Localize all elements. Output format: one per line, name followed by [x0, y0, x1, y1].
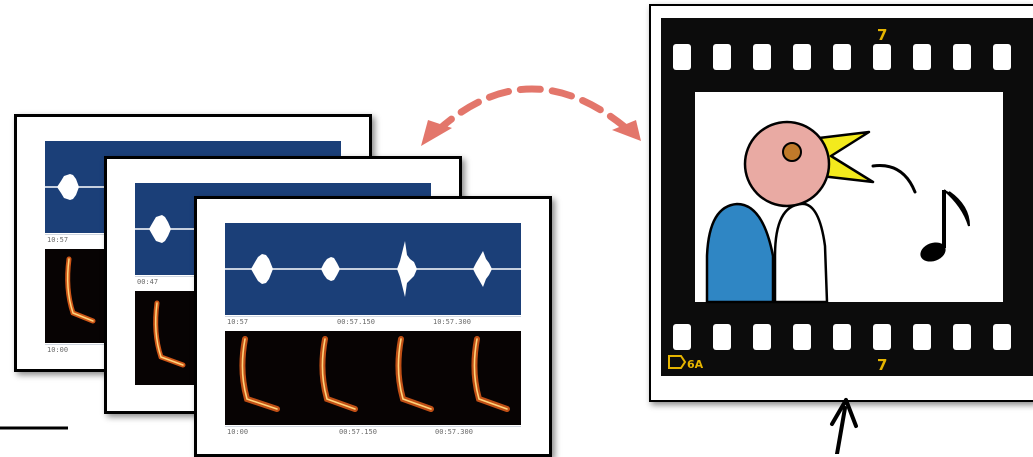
arrow-up-icon	[832, 400, 856, 454]
dashed-double-arrow-icon	[421, 89, 641, 146]
